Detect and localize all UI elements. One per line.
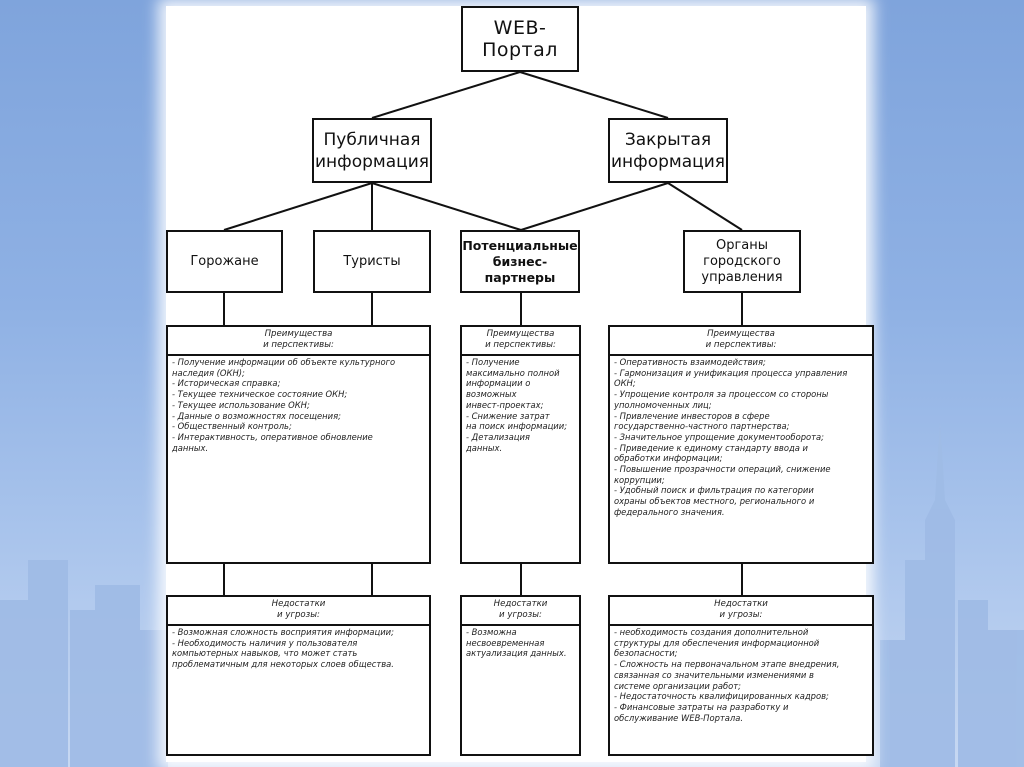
public-advantages-heading: Преимущества и перспективы:: [168, 327, 429, 356]
business-advantages-heading: Преимущества и перспективы:: [462, 327, 579, 356]
business-disadvantages-heading: Недостатки и угрозы:: [462, 597, 579, 626]
business-disadvantages-text: - Возможна несвоевременная актуализация …: [466, 627, 567, 659]
business-partners-node: Потенциальные бизнес-партнеры: [460, 230, 580, 293]
government-advantages-panel: Преимущества и перспективы: - Оперативно…: [608, 325, 874, 564]
web-portal-node: WEB-Портал: [461, 6, 579, 72]
business-disadvantages-panel: Недостатки и угрозы: - Возможна несвоевр…: [460, 595, 581, 756]
closed-information-node: Закрытая информация: [608, 118, 728, 183]
city-government-node: Органы городского управления: [683, 230, 801, 293]
government-advantages-text: - Оперативность взаимодействия; - Гармон…: [614, 357, 848, 517]
tourists-node: Туристы: [313, 230, 431, 293]
public-disadvantages-text: - Возможная сложность восприятия информа…: [172, 627, 394, 670]
public-information-label: Публичная информация: [315, 129, 429, 172]
web-portal-label: WEB-Портал: [482, 17, 558, 61]
city-government-label: Органы городского управления: [701, 237, 783, 285]
business-partners-label: Потенциальные бизнес-партнеры: [462, 237, 578, 285]
citizens-label: Горожане: [190, 253, 259, 269]
public-disadvantages-heading: Недостатки и угрозы:: [168, 597, 429, 626]
business-advantages-panel: Преимущества и перспективы: - Получение …: [460, 325, 581, 564]
government-disadvantages-heading: Недостатки и угрозы:: [610, 597, 872, 626]
government-disadvantages-panel: Недостатки и угрозы: - необходимость соз…: [608, 595, 874, 756]
business-advantages-text: - Получение максимально полной информаци…: [466, 357, 568, 453]
government-disadvantages-text: - необходимость создания дополнительной …: [614, 627, 840, 723]
public-advantages-text: - Получение информации об объекте культу…: [172, 357, 396, 453]
public-information-node: Публичная информация: [312, 118, 432, 183]
government-advantages-heading: Преимущества и перспективы:: [610, 327, 872, 356]
public-disadvantages-panel: Недостатки и угрозы: - Возможная сложнос…: [166, 595, 431, 756]
public-advantages-panel: Преимущества и перспективы: - Получение …: [166, 325, 431, 564]
closed-information-label: Закрытая информация: [611, 129, 725, 172]
tourists-label: Туристы: [343, 253, 401, 269]
citizens-node: Горожане: [166, 230, 283, 293]
